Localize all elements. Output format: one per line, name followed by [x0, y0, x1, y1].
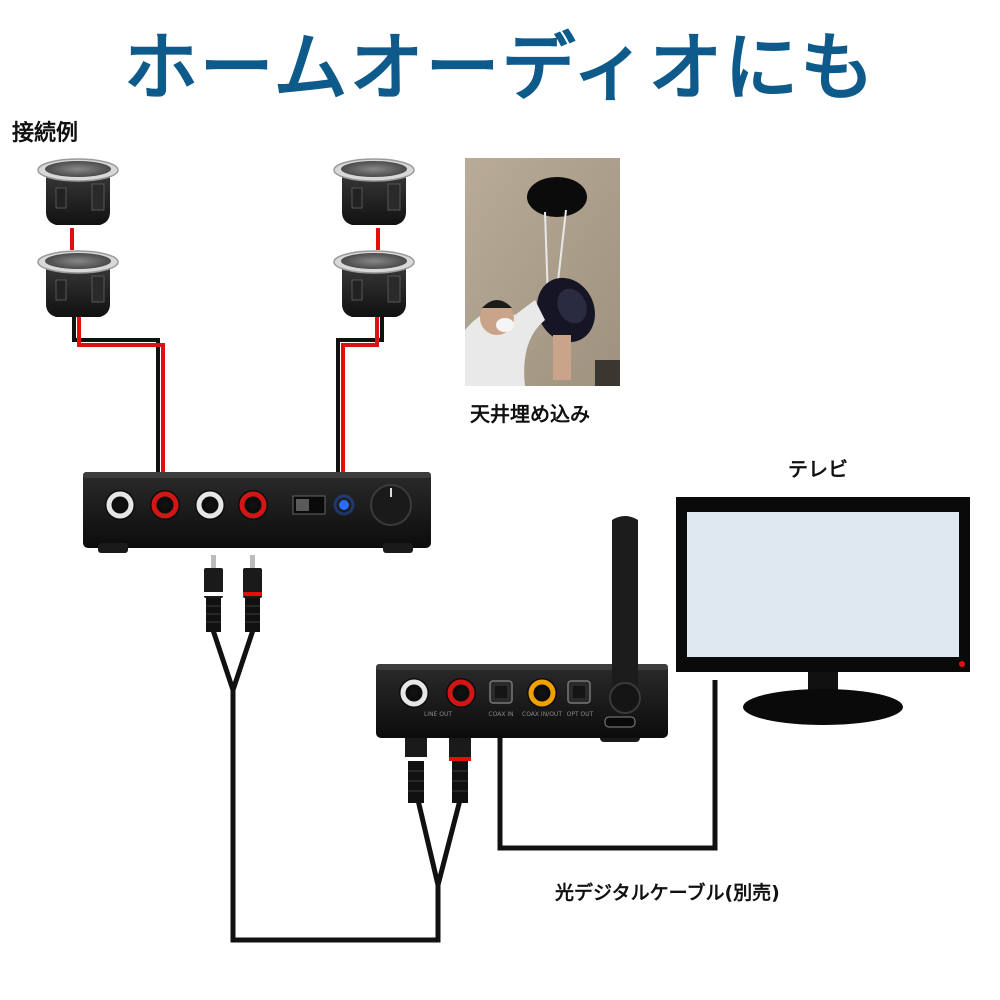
optical-cable [497, 680, 718, 851]
bluetooth-receiver-icon: LINE OUT COAX IN COAX IN/OUT OPT OUT [376, 516, 668, 742]
port-label-coax-in: COAX IN [488, 711, 513, 718]
speaker-wires [70, 228, 384, 475]
tv-icon [676, 497, 970, 725]
speaker-icon [37, 158, 415, 318]
ceiling-install-label: 天井埋め込み [470, 402, 590, 426]
port-label-coax-inout: COAX IN/OUT [522, 711, 562, 718]
connection-example-label: 接続例 [12, 121, 79, 146]
rca-cable-icon [204, 555, 471, 943]
ceiling-photo [465, 158, 620, 386]
port-label-opt-out: OPT OUT [567, 711, 594, 718]
optical-cable-label: 光デジタルケーブル(別売) [555, 882, 780, 904]
amplifier-icon [83, 472, 431, 553]
port-label-line-out: LINE OUT [424, 711, 452, 718]
tv-label: テレビ [788, 457, 848, 481]
headline: ホームオーディオにも [123, 25, 877, 111]
